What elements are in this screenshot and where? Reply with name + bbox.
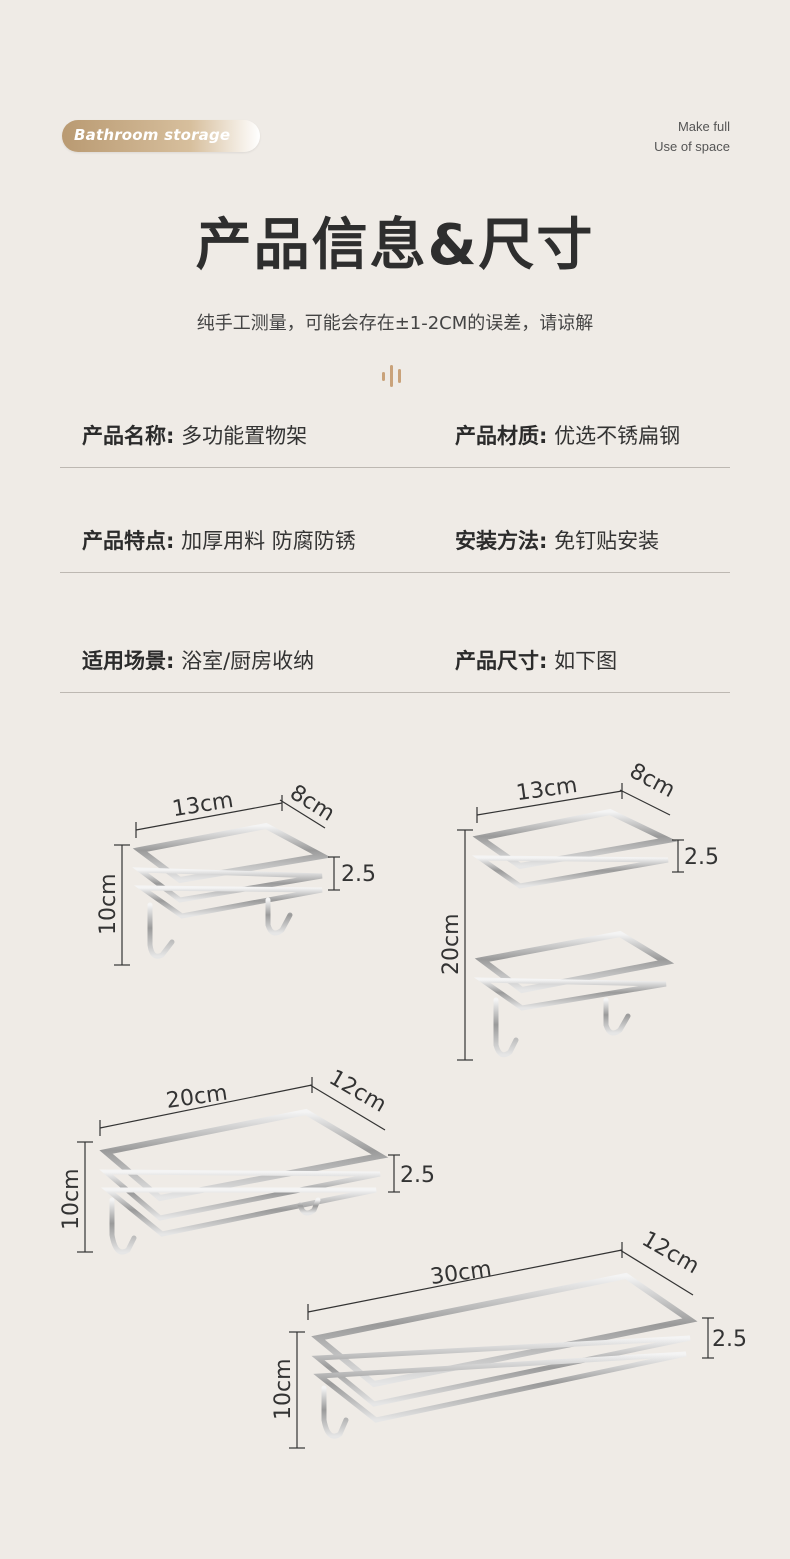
tagline-line-1: Make full bbox=[677, 119, 730, 134]
rack-medium-dimension-lines bbox=[77, 1077, 400, 1253]
rack-double-dimension-lines bbox=[457, 783, 684, 1061]
dimension-diagrams: 13cm 8cm 10cm 2.5 13cm 8cm 20cm 2.5 bbox=[59, 759, 747, 1449]
rack-small-height-label: 10cm bbox=[96, 873, 121, 935]
info-scene-value: 浴室/厨房收纳 bbox=[181, 649, 315, 673]
rack-small-length-label: 13cm bbox=[170, 788, 235, 822]
info-install: 安装方法: 免钉贴安装 bbox=[455, 525, 659, 555]
info-scene-label: 适用场景: bbox=[82, 649, 175, 673]
brand-badge: Bathroom storage bbox=[62, 120, 260, 152]
info-size: 产品尺寸: 如下图 bbox=[455, 645, 617, 675]
rack-large-dimension-lines bbox=[289, 1242, 714, 1449]
page-title: 产品信息&尺寸 bbox=[195, 213, 595, 278]
info-material-value: 优选不锈扁钢 bbox=[554, 424, 681, 448]
rack-large-height-label: 10cm bbox=[271, 1358, 296, 1420]
rack-double-13cm bbox=[471, 808, 678, 1058]
info-size-label: 产品尺寸: bbox=[455, 649, 548, 673]
info-name: 产品名称: 多功能置物架 bbox=[82, 420, 307, 450]
info-feature-label: 产品特点: bbox=[82, 529, 175, 553]
info-feature-value: 加厚用料 防腐防锈 bbox=[181, 529, 356, 553]
tagline-line-2: Use of space bbox=[654, 139, 730, 154]
rack-medium-height-label: 10cm bbox=[59, 1168, 84, 1230]
info-material-label: 产品材质: bbox=[455, 424, 548, 448]
decorative-divider-icon bbox=[382, 365, 410, 387]
rack-medium-length-label: 20cm bbox=[165, 1081, 229, 1114]
divider-1 bbox=[60, 467, 730, 468]
info-material: 产品材质: 优选不锈扁钢 bbox=[455, 420, 680, 450]
info-name-value: 多功能置物架 bbox=[181, 424, 308, 448]
divider-3 bbox=[60, 692, 730, 693]
rack-medium-depth-label: 12cm bbox=[325, 1065, 391, 1117]
info-row-2: 产品特点: 加厚用料 防腐防锈 安装方法: 免钉贴安装 bbox=[60, 525, 730, 565]
rack-medium-20cm bbox=[99, 1108, 389, 1255]
tagline: Make full Use of space bbox=[654, 117, 730, 157]
rack-large-30cm bbox=[311, 1272, 698, 1439]
info-row-1: 产品名称: 多功能置物架 产品材质: 优选不锈扁钢 bbox=[60, 420, 730, 460]
rack-medium-rim-label: 2.5 bbox=[400, 1163, 435, 1188]
info-row-3: 适用场景: 浴室/厨房收纳 产品尺寸: 如下图 bbox=[60, 645, 730, 685]
info-scene: 适用场景: 浴室/厨房收纳 bbox=[82, 645, 314, 675]
info-size-value: 如下图 bbox=[554, 649, 618, 673]
rack-small-rim-label: 2.5 bbox=[341, 862, 376, 887]
info-install-label: 安装方法: bbox=[455, 529, 548, 553]
rack-double-length-label: 13cm bbox=[515, 773, 579, 806]
info-install-value: 免钉贴安装 bbox=[554, 529, 660, 553]
divider-2 bbox=[60, 572, 730, 573]
badge-text: Bathroom storage bbox=[74, 126, 231, 144]
rack-large-rim-label: 2.5 bbox=[712, 1327, 747, 1352]
rack-small-13cm bbox=[132, 822, 332, 959]
info-name-label: 产品名称: bbox=[82, 424, 175, 448]
rack-double-height-label: 20cm bbox=[439, 913, 464, 975]
rack-large-length-label: 30cm bbox=[429, 1257, 493, 1290]
rack-small-dimension-lines bbox=[114, 795, 340, 966]
page-subtitle: 纯手工测量，可能会存在±1-2CM的误差，请谅解 bbox=[196, 313, 594, 334]
info-feature: 产品特点: 加厚用料 防腐防锈 bbox=[82, 525, 356, 555]
rack-double-rim-label: 2.5 bbox=[684, 845, 719, 870]
rack-large-depth-label: 12cm bbox=[637, 1227, 703, 1279]
